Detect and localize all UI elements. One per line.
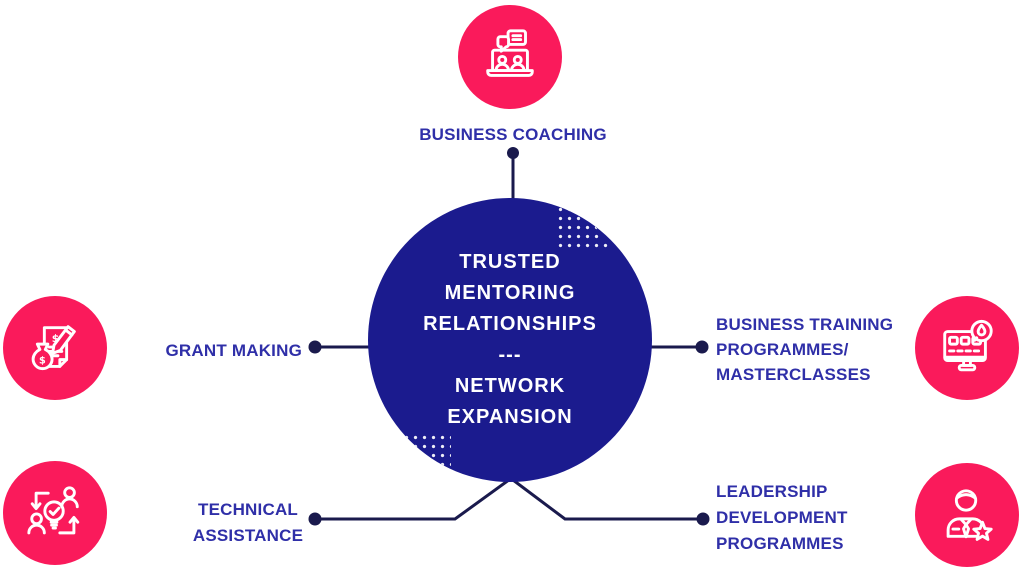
computer-design-badge-icon: [943, 319, 993, 372]
connector-bottom-right-line: [508, 475, 701, 521]
technical-assistance-label-line-2: ASSISTANCE: [192, 526, 304, 545]
leadership-label: LEADERSHIP DEVELOPMENT PROGRAMMES: [716, 479, 848, 557]
leadership-label-line-3: PROGRAMMES: [716, 534, 844, 553]
central-line-5: EXPANSION: [447, 406, 573, 428]
connector-left-dot: [308, 340, 322, 354]
business-training-label: BUSINESS TRAINING PROGRAMMES/ MASTERCLAS…: [716, 312, 893, 387]
business-coaching-label: BUSINESS COACHING: [419, 125, 607, 144]
leadership-label-line-2: DEVELOPMENT: [716, 508, 848, 527]
people-idea-exchange-icon: [27, 486, 80, 535]
grant-making-label: GRANT MAKING: [165, 341, 302, 360]
business-training-label-line-2: PROGRAMMES/: [716, 340, 849, 359]
laptop-video-chat-icon: [486, 29, 534, 77]
technical-assistance-label-line-1: TECHNICAL: [197, 500, 298, 519]
central-line-4: NETWORK: [454, 375, 566, 397]
central-line-2: MENTORING: [444, 282, 576, 304]
business-training-icon-circle: [915, 296, 1019, 400]
technical-assistance-label: TECHNICAL ASSISTANCE: [148, 497, 348, 549]
grant-making-icon-circle: $ $: [3, 296, 107, 400]
connector-top-dot: [507, 147, 519, 159]
svg-text:$: $: [39, 356, 46, 367]
central-divider-dashes: ---: [498, 344, 522, 366]
central-circle: TRUSTED MENTORING RELATIONSHIPS --- NETW…: [368, 198, 652, 482]
connector-right-dot: [695, 340, 709, 354]
business-coaching-icon-circle: [458, 5, 562, 109]
connector-bottom-left-line: [317, 475, 514, 521]
leadership-icon-circle: [915, 463, 1019, 567]
central-line-3: RELATIONSHIPS: [423, 313, 597, 335]
technical-assistance-icon-circle: [3, 461, 107, 565]
business-training-label-line-3: MASTERCLASSES: [716, 365, 871, 384]
central-circle-text: TRUSTED MENTORING RELATIONSHIPS --- NETW…: [423, 247, 597, 433]
central-line-1: TRUSTED: [459, 251, 561, 273]
connector-bottom-right-dot: [696, 512, 710, 526]
money-bag-contract-pen-icon: $ $: [31, 325, 76, 371]
connector-bottom-left-dot: [308, 512, 322, 526]
businessman-star-icon: [946, 489, 993, 541]
svg-text:$: $: [52, 332, 59, 345]
leadership-label-line-1: LEADERSHIP: [716, 482, 828, 501]
business-training-label-line-1: BUSINESS TRAINING: [716, 315, 894, 334]
